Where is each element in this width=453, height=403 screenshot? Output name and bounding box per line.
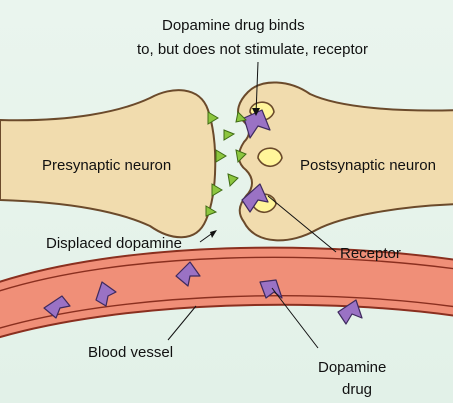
dopamine-molecule — [228, 174, 238, 186]
displaced-dopamine-label: Displaced dopamine — [46, 235, 182, 252]
postsynaptic-label: Postsynaptic neuron — [300, 157, 436, 174]
dopamine-molecule — [216, 150, 226, 162]
blood-vessel-leader — [168, 306, 196, 340]
blood-vessel-label: Blood vessel — [88, 344, 173, 361]
dopamine-molecule — [208, 112, 218, 124]
presynaptic-label: Presynaptic neuron — [42, 157, 171, 174]
dopamine-drug-label-line2: drug — [342, 381, 372, 398]
receptor-middle — [258, 148, 282, 166]
receptor-label: Receptor — [340, 245, 401, 262]
dopamine-molecule — [224, 130, 234, 140]
caption-line2: to, but does not stimulate, receptor — [137, 41, 368, 58]
dopamine-molecule — [212, 184, 222, 196]
caption-line1: Dopamine drug binds — [162, 17, 305, 34]
dopamine-drug-label-line1: Dopamine — [318, 359, 386, 376]
